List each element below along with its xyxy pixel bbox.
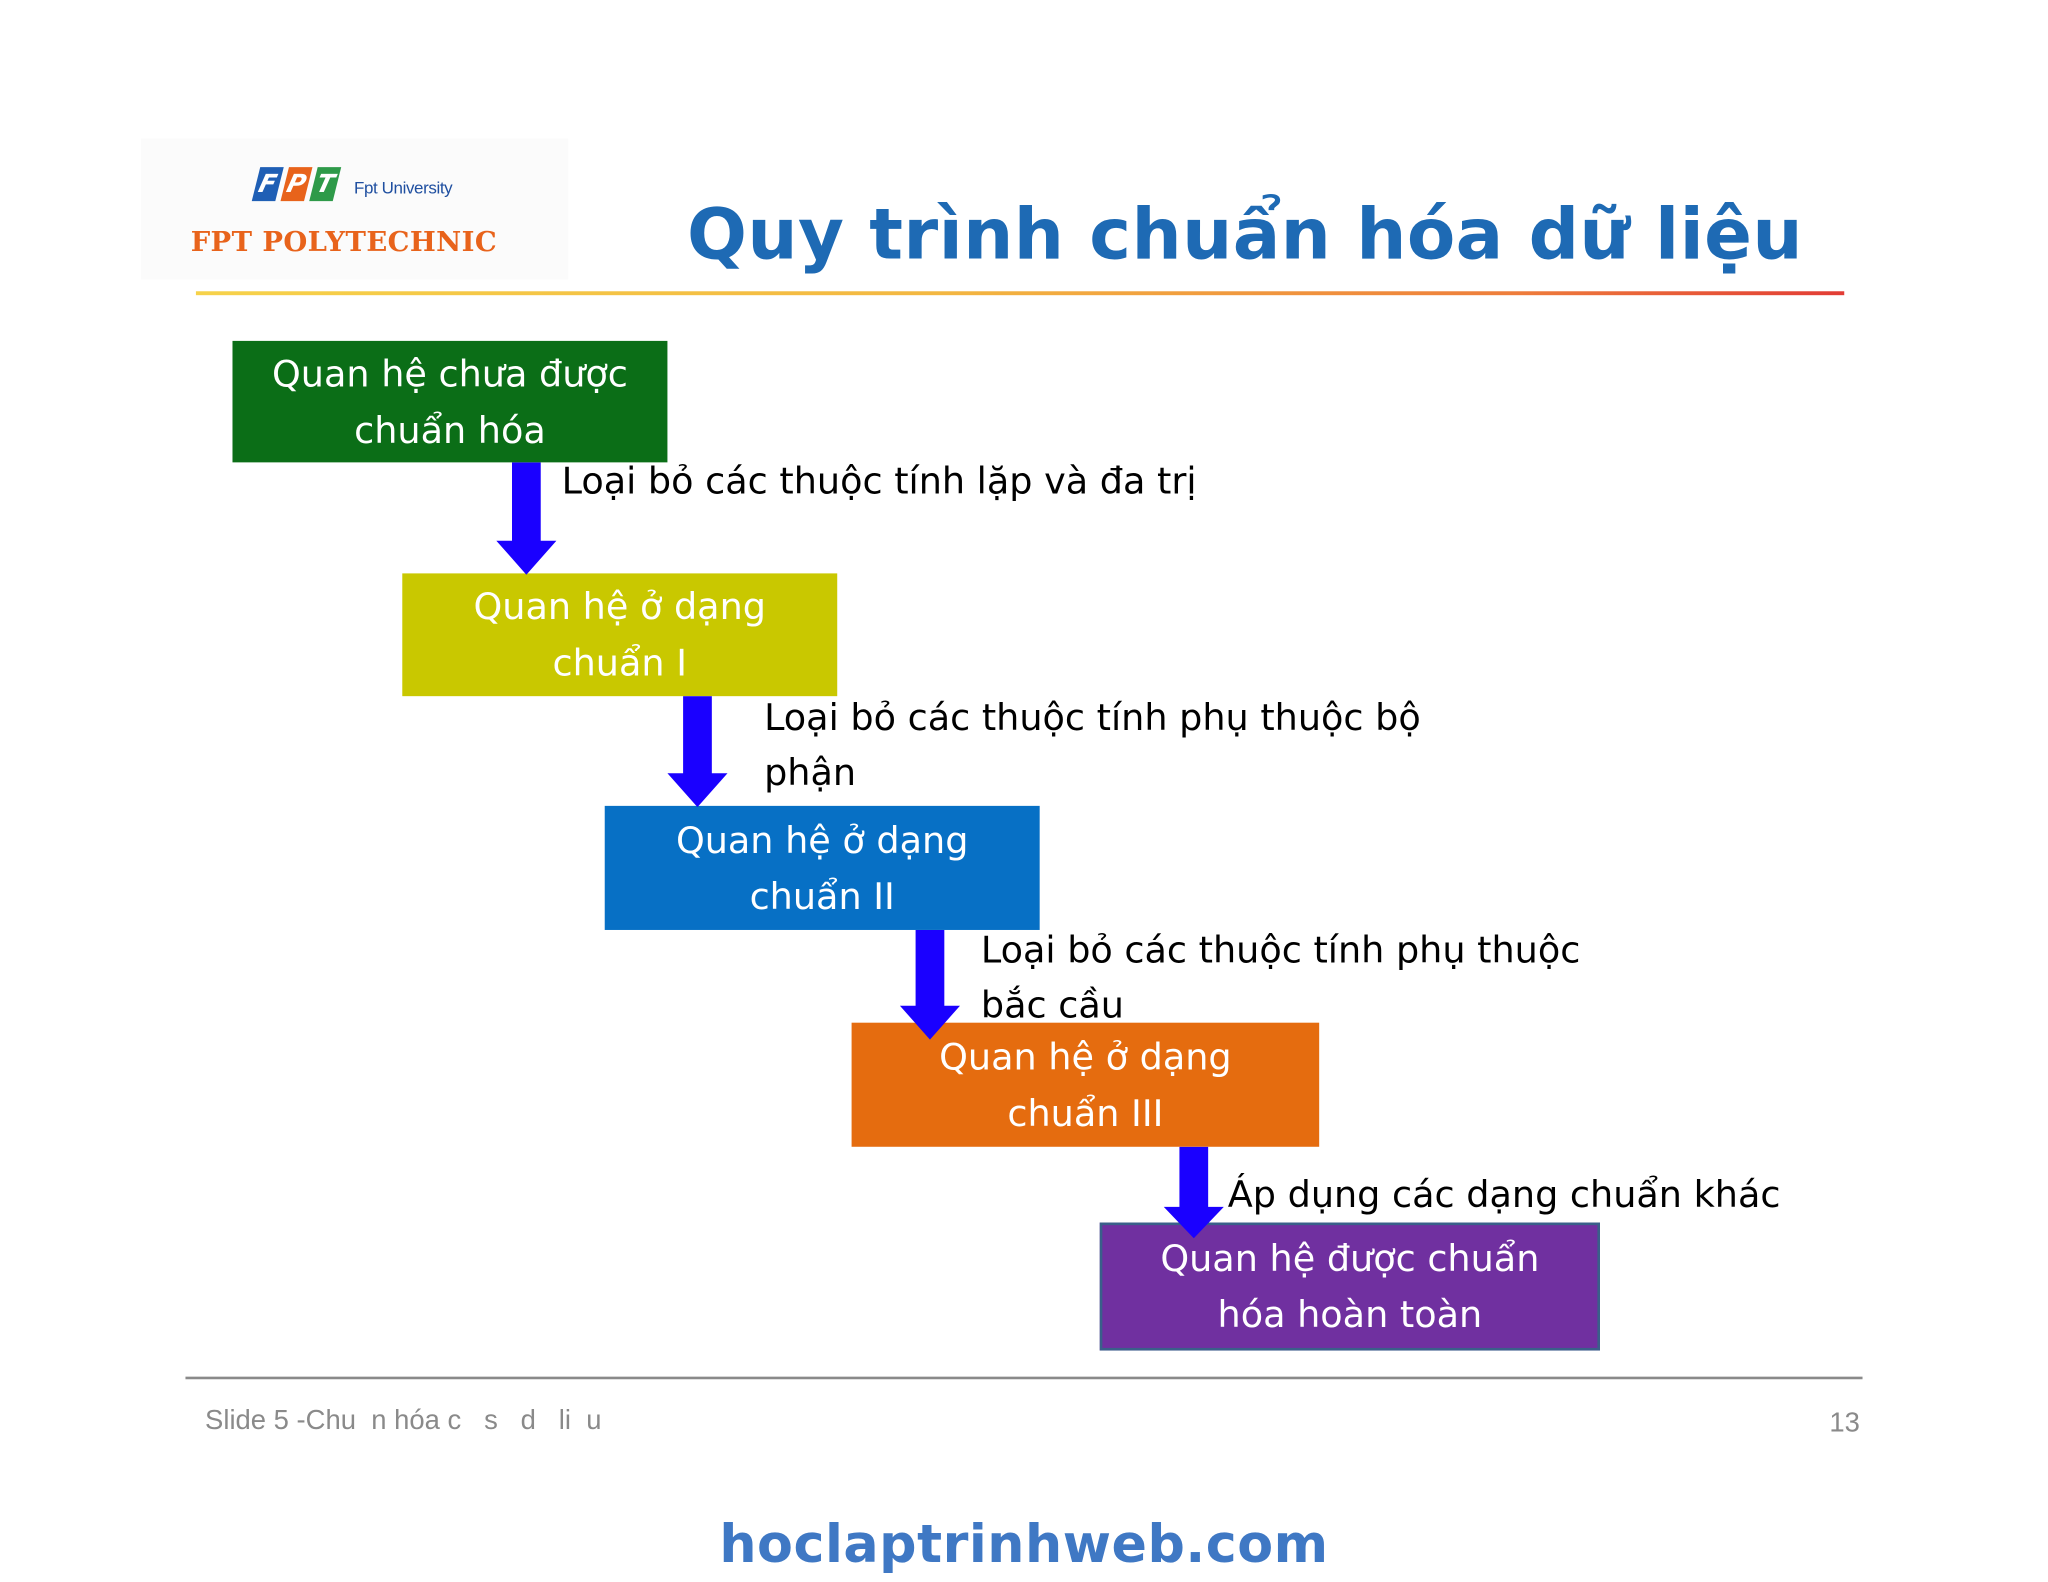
fpt-letter-t: T xyxy=(309,167,342,202)
step-label: Quan hệ ở dạng chuẩn III xyxy=(939,1035,1232,1135)
down-arrow-icon xyxy=(899,929,960,1040)
slide-title: Quy trình chuẩn hóa dữ liệu xyxy=(687,193,1804,276)
transition-note: Áp dụng các dạng chuẩn khác xyxy=(1227,1172,1781,1216)
step-box-1nf: Quan hệ ở dạng chuẩn I xyxy=(402,573,838,697)
down-arrow-icon xyxy=(667,696,728,808)
step-box-fully-normalized: Quan hệ được chuẩn hóa hoàn toàn xyxy=(1099,1222,1600,1351)
step-box-2nf: Quan hệ ở dạng chuẩn II xyxy=(604,805,1040,930)
transition-note: Loại bỏ các thuộc tính phụ thuộc bắc cầu xyxy=(980,928,1581,1027)
step-box-3nf: Quan hệ ở dạng chuẩn III xyxy=(851,1022,1320,1147)
step-box-unnormalized: Quan hệ chưa được chuẩn hóa xyxy=(232,340,668,463)
fpt-letter-f: F xyxy=(251,167,284,202)
step-label: Quan hệ ở dạng chuẩn I xyxy=(473,585,766,685)
down-arrow-icon xyxy=(496,462,557,575)
watermark: hoclaptrinhweb.com xyxy=(719,1515,1329,1576)
fpt-logo-mark: F P T xyxy=(251,167,342,202)
step-label: Quan hệ được chuẩn hóa hoàn toàn xyxy=(1160,1236,1540,1337)
page-number: 13 xyxy=(1829,1407,1860,1439)
down-arrow-icon xyxy=(1163,1146,1224,1239)
step-label: Quan hệ ở dạng chuẩn II xyxy=(675,818,969,918)
step-label: Quan hệ chưa được chuẩn hóa xyxy=(272,351,628,452)
transition-note: Loại bỏ các thuộc tính lặp và đa trị xyxy=(561,459,1197,503)
fpt-university-label: Fpt University xyxy=(353,177,453,198)
transition-note: Loại bỏ các thuộc tính phụ thuộc bộ phận xyxy=(764,696,1421,795)
title-underline xyxy=(195,291,1845,296)
footer-divider xyxy=(185,1376,1863,1380)
footer-slide-label: Slide 5 -Chu n hóa c s d li u xyxy=(205,1405,602,1436)
fpt-letter-p: P xyxy=(280,167,313,202)
fpt-polytechnic-brand: FPT POLYTECHNIC xyxy=(190,224,498,258)
fpt-polytechnic-logo: F P T Fpt University FPT POLYTECHNIC xyxy=(141,138,569,280)
